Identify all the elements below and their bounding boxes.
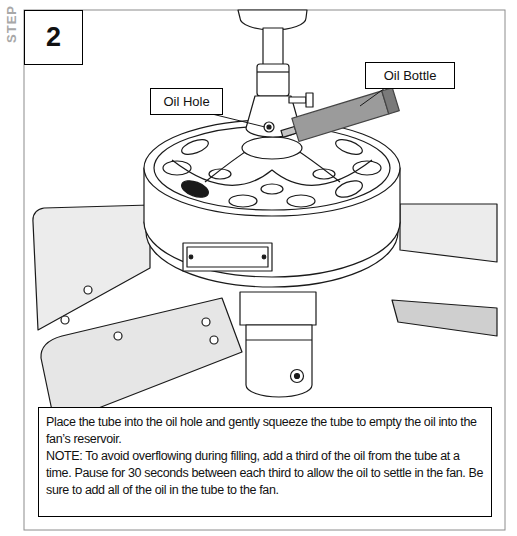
leader-line: [360, 88, 385, 106]
vent-slot: [261, 184, 283, 194]
callout-box: Oil Bottle: [365, 62, 455, 89]
vent-slot: [287, 195, 315, 207]
switch-housing: [240, 292, 316, 325]
vent-slot: [313, 169, 335, 179]
bottle-body: [292, 91, 389, 141]
fan-blade: [41, 298, 242, 425]
collar-line: [257, 71, 289, 72]
step-number-box: 2: [24, 10, 83, 65]
oil-bottle: [278, 88, 399, 146]
instruction-text: Place the tube into the oil hole and gen…: [46, 414, 484, 448]
fan-blade: [400, 204, 497, 262]
panel-frame: [24, 10, 505, 530]
set-screw: [289, 97, 306, 103]
blade-screw: [210, 336, 218, 344]
bottle-nozzle: [281, 127, 296, 138]
switch-cup: [246, 325, 312, 397]
housing-spoke: [172, 160, 372, 185]
step-number: 2: [46, 22, 61, 53]
label-plate-inner: [187, 247, 268, 267]
blade-screw: [84, 286, 92, 294]
bottle-cap: [382, 88, 400, 114]
housing-spoke: [205, 135, 340, 182]
blade-screw: [61, 316, 69, 324]
step-heading: STEP: [4, 5, 19, 43]
blade-iron: [392, 300, 497, 336]
leader-line: [212, 114, 265, 127]
oil-hole: [267, 125, 271, 129]
switch-cup-line: [246, 339, 312, 340]
blade-screw: [114, 332, 122, 340]
motor-housing: [144, 168, 400, 277]
vent-slot: [180, 137, 210, 158]
pull-chain-hole: [291, 370, 304, 383]
callout-label: Oil Bottle: [384, 68, 437, 83]
plate-rivet: [262, 255, 266, 259]
oil-hole: [264, 122, 274, 132]
housing-rim: [154, 126, 390, 210]
pull-chain-hole: [295, 374, 300, 379]
canopy: [238, 10, 307, 30]
callout-label: Oil Hole: [163, 94, 209, 109]
plate-rivet: [189, 255, 193, 259]
instruction-box: Place the tube into the oil hole and gen…: [38, 407, 492, 517]
downrod: [263, 28, 283, 68]
fan-drawing: [33, 10, 497, 425]
callout-box: Oil Hole: [150, 88, 223, 115]
fan-blade: [33, 205, 150, 330]
coupling-collar: [257, 64, 289, 96]
set-screw-head: [306, 93, 313, 107]
label-plate: [183, 243, 272, 271]
blade-screw: [202, 318, 210, 326]
vent-slot: [229, 195, 257, 207]
instruction-text: NOTE: To avoid overflowing during fillin…: [46, 448, 484, 499]
vent-slot: [334, 137, 364, 158]
housing-hub: [242, 137, 302, 159]
